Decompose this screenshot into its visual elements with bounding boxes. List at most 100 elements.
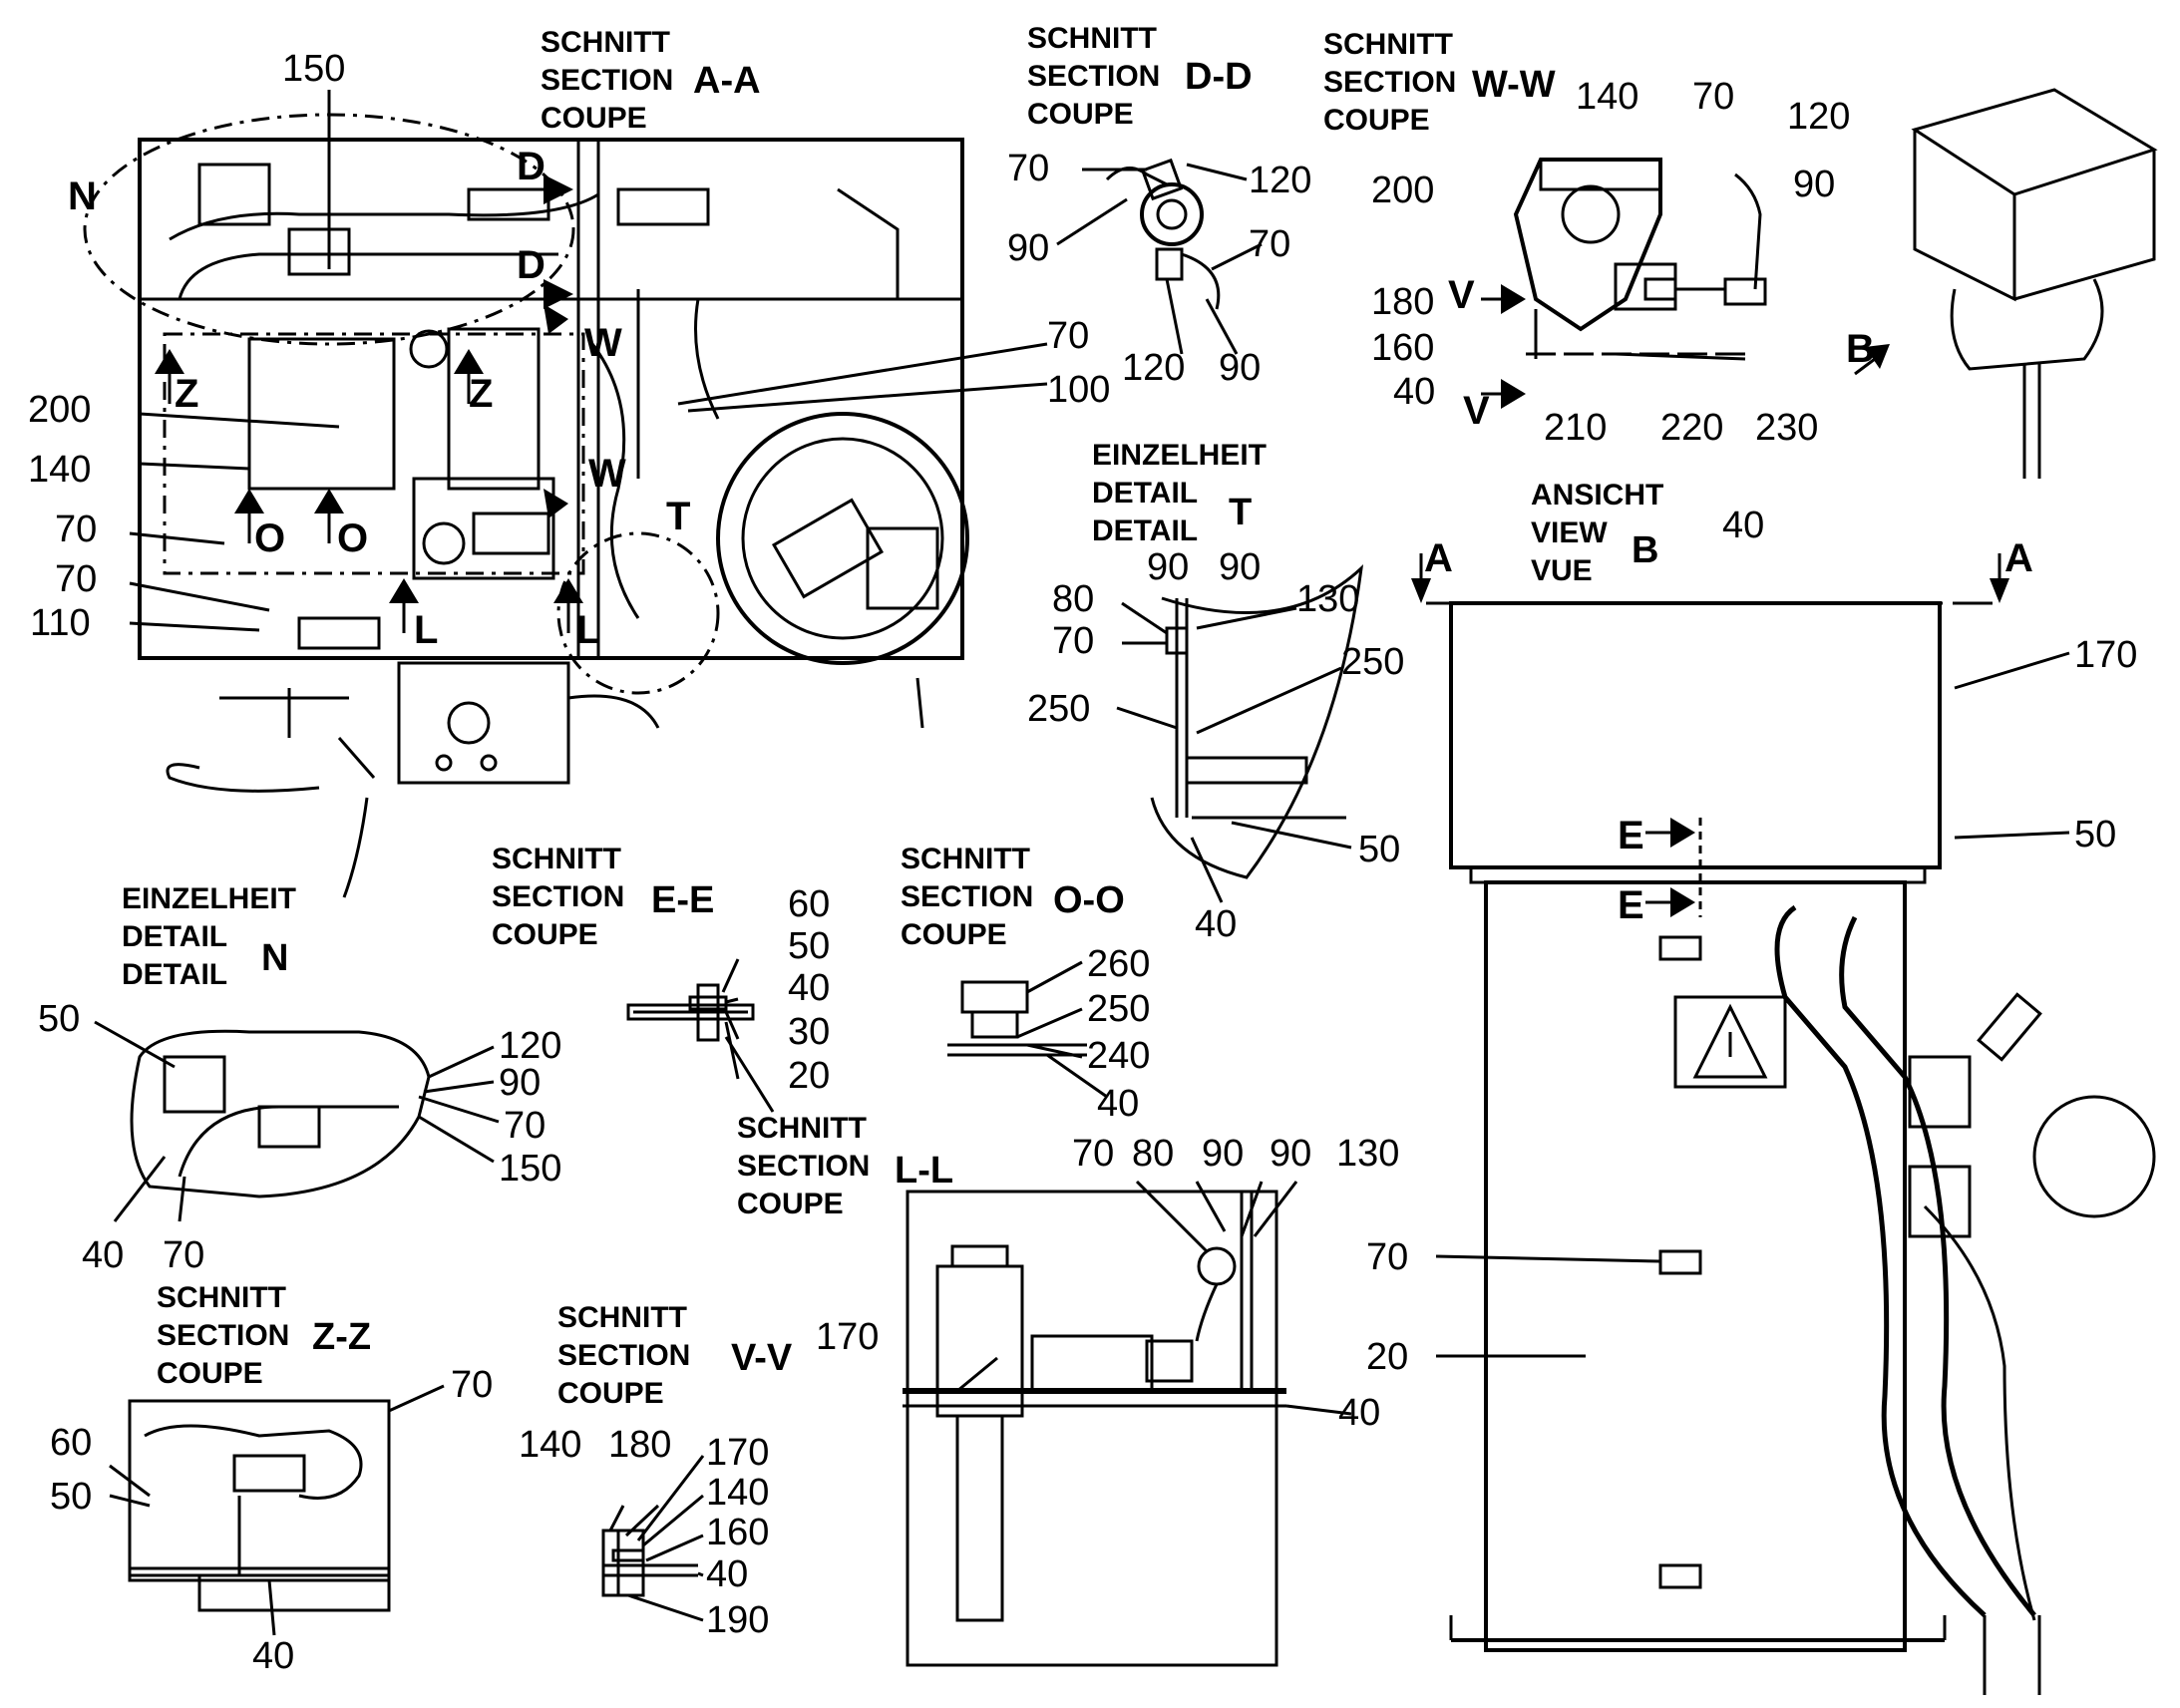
callout-120: 120 bbox=[1787, 96, 1851, 138]
caption-tag-b: B bbox=[1632, 529, 1659, 571]
callout-80: 80 bbox=[1132, 1133, 1175, 1175]
caption-section-dd: SCHNITT SECTION COUPE bbox=[1027, 20, 1160, 134]
callout-220: 220 bbox=[1660, 407, 1724, 449]
callout-210: 210 bbox=[1544, 407, 1608, 449]
letter-w-2: W bbox=[588, 452, 626, 496]
letter-o-1: O bbox=[254, 516, 286, 560]
caption-title: SCHNITT SECTION COUPE bbox=[737, 1112, 871, 1220]
callout-200: 200 bbox=[28, 389, 92, 431]
callout-250: 250 bbox=[1027, 688, 1091, 730]
callout-250: 250 bbox=[1341, 641, 1405, 683]
callout-20: 20 bbox=[788, 1055, 831, 1097]
callout-250: 250 bbox=[1087, 988, 1151, 1030]
letter-o-2: O bbox=[337, 516, 369, 560]
callout-120: 120 bbox=[1122, 347, 1186, 389]
callout-70: 70 bbox=[451, 1364, 494, 1406]
caption-section-aa: SCHNITT SECTION COUPE bbox=[541, 24, 673, 138]
section-vv-drawing bbox=[601, 1455, 705, 1622]
caption-title: SCHNITT SECTION COUPE bbox=[541, 26, 674, 135]
callout-50: 50 bbox=[38, 998, 81, 1040]
caption-title: SCHNITT SECTION COUPE bbox=[1027, 22, 1161, 131]
letter-l-1: L bbox=[414, 608, 439, 652]
caption-tag-ee: E-E bbox=[651, 879, 715, 921]
caption-section-ww: SCHNITT SECTION COUPE bbox=[1323, 26, 1456, 140]
letter-b: B bbox=[1846, 327, 1875, 371]
letter-a-1: A bbox=[1424, 536, 1453, 580]
callout-40: 40 bbox=[1097, 1083, 1140, 1125]
letter-w-1: W bbox=[584, 321, 622, 365]
caption-tag-ll: L-L bbox=[895, 1150, 954, 1192]
callout-40: 40 bbox=[82, 1234, 125, 1276]
callout-170: 170 bbox=[706, 1432, 770, 1474]
caption-tag-dd: D-D bbox=[1185, 56, 1253, 98]
callout-90: 90 bbox=[1007, 227, 1050, 269]
caption-section-zz: SCHNITT SECTION COUPE bbox=[157, 1279, 289, 1393]
letter-v-2: V bbox=[1463, 389, 1490, 433]
section-ee-drawing bbox=[626, 958, 775, 1113]
callout-70: 70 bbox=[1052, 620, 1095, 662]
callout-120: 120 bbox=[1249, 160, 1312, 201]
caption-title: ANSICHT VIEW VUE bbox=[1531, 479, 1664, 587]
callout-90: 90 bbox=[1202, 1133, 1245, 1175]
caption-tag-oo: O-O bbox=[1053, 879, 1125, 921]
callout-80: 80 bbox=[1052, 578, 1095, 620]
callout-20: 20 bbox=[1366, 1336, 1409, 1378]
caption-title: EINZELHEIT DETAIL DETAIL bbox=[1092, 439, 1268, 547]
callout-90: 90 bbox=[1793, 164, 1836, 205]
caption-title: SCHNITT SECTION COUPE bbox=[557, 1301, 691, 1410]
caption-title: EINZELHEIT DETAIL DETAIL bbox=[122, 882, 297, 991]
letter-v-1: V bbox=[1448, 273, 1475, 317]
section-zz-drawing bbox=[109, 1384, 445, 1636]
callout-130: 130 bbox=[1296, 578, 1360, 620]
callout-70: 70 bbox=[55, 509, 98, 550]
caption-title: SCHNITT SECTION COUPE bbox=[901, 843, 1034, 951]
callout-40: 40 bbox=[788, 967, 831, 1009]
callout-110: 110 bbox=[30, 602, 91, 644]
callout-60: 60 bbox=[50, 1422, 93, 1464]
callout-140: 140 bbox=[28, 449, 92, 491]
caption-section-ee: SCHNITT SECTION COUPE bbox=[492, 841, 624, 954]
callout-50: 50 bbox=[788, 925, 831, 967]
callout-130: 130 bbox=[1336, 1133, 1400, 1175]
caption-tag-vv: V-V bbox=[731, 1337, 793, 1379]
letter-t: T bbox=[666, 495, 691, 538]
callout-70: 70 bbox=[163, 1234, 205, 1276]
callout-90: 90 bbox=[499, 1062, 542, 1104]
callout-90: 90 bbox=[1270, 1133, 1312, 1175]
callout-40: 40 bbox=[706, 1553, 749, 1595]
callout-60: 60 bbox=[788, 883, 831, 925]
callout-170: 170 bbox=[2074, 634, 2138, 676]
callout-70: 70 bbox=[1692, 76, 1735, 118]
isometric-view-drawing bbox=[1854, 88, 2158, 479]
callout-40: 40 bbox=[1393, 371, 1436, 413]
caption-tag-aa: A-A bbox=[693, 60, 761, 102]
callout-70: 70 bbox=[55, 558, 98, 600]
callout-140: 140 bbox=[519, 1424, 582, 1466]
callout-170: 170 bbox=[816, 1316, 880, 1358]
callout-200: 200 bbox=[1371, 170, 1435, 211]
section-ll-drawing bbox=[903, 1180, 1352, 1667]
callout-160: 160 bbox=[1371, 327, 1435, 369]
letter-d-2: D bbox=[517, 243, 545, 287]
callout-190: 190 bbox=[706, 1599, 770, 1641]
section-dd-drawing bbox=[1056, 158, 1263, 355]
callout-50: 50 bbox=[50, 1476, 93, 1518]
detail-t-drawing bbox=[1116, 564, 1364, 903]
letter-z-2: Z bbox=[469, 372, 494, 416]
callout-30: 30 bbox=[788, 1011, 831, 1053]
callout-100: 100 bbox=[1047, 369, 1111, 411]
callout-150: 150 bbox=[499, 1148, 562, 1190]
callout-140: 140 bbox=[706, 1472, 770, 1514]
caption-detail-t: EINZELHEIT DETAIL DETAIL bbox=[1092, 437, 1267, 550]
caption-tag-zz: Z-Z bbox=[312, 1316, 372, 1358]
callout-180: 180 bbox=[608, 1424, 672, 1466]
caption-title: SCHNITT SECTION COUPE bbox=[1323, 28, 1457, 137]
callout-160: 160 bbox=[706, 1512, 770, 1553]
callout-70: 70 bbox=[1072, 1133, 1115, 1175]
caption-view-b: ANSICHT VIEW VUE bbox=[1531, 477, 1663, 590]
callout-230: 230 bbox=[1755, 407, 1819, 449]
caption-title: SCHNITT SECTION COUPE bbox=[492, 843, 625, 951]
callout-140: 140 bbox=[1576, 76, 1639, 118]
view-b-drawing bbox=[1411, 553, 2156, 1695]
